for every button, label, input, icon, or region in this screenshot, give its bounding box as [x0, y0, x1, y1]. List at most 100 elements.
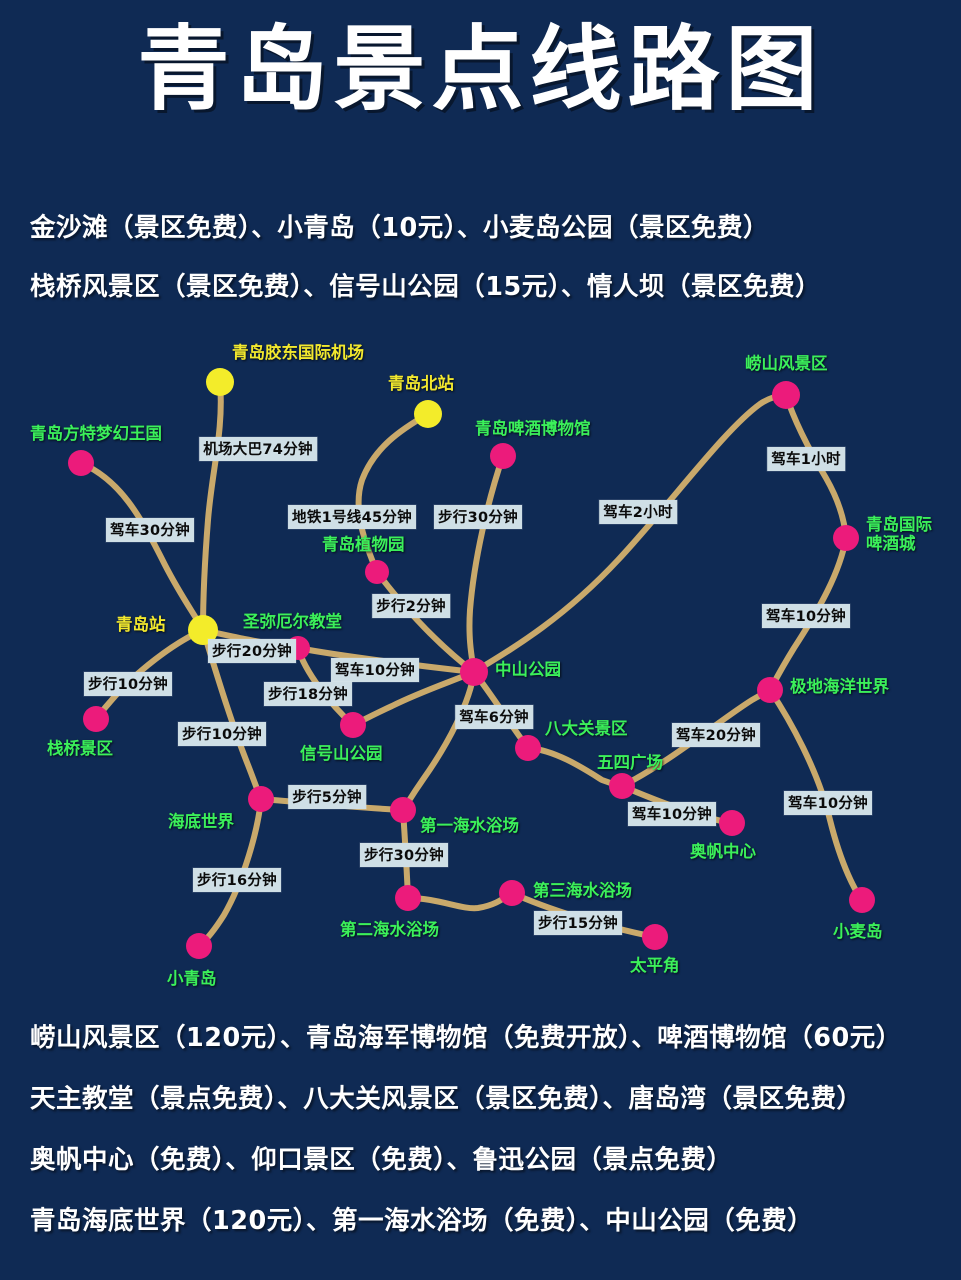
node-label-badaguan: 八大关景区 [545, 719, 628, 738]
node-dot-signalhill[interactable] [340, 712, 366, 738]
map-node-north[interactable] [414, 400, 442, 428]
node-label-signalhill: 信号山公园 [300, 744, 383, 763]
edge-time-badge: 步行10分钟 [84, 672, 172, 696]
top-note-line-1: 金沙滩（景区免费）、小青岛（10元）、小麦岛公园（景区免费） [30, 213, 769, 243]
node-label-laoshan: 崂山风景区 [745, 354, 828, 373]
page-title: 青岛景点线路图 [137, 16, 824, 123]
edge-time-badge: 步行30分钟 [434, 505, 522, 529]
node-dot-fangte[interactable] [68, 450, 94, 476]
node-label-sailing: 奥帆中心 [690, 842, 756, 861]
edge-time-badge: 机场大巴74分钟 [199, 437, 317, 461]
map-node-qdstation[interactable] [188, 615, 218, 645]
node-dot-underwater[interactable] [248, 786, 274, 812]
node-label-beach3: 第三海水浴场 [533, 881, 632, 900]
bottom-note-line-2: 天主教堂（景点免费）、八大关风景区（景区免费）、唐岛湾（景区免费） [30, 1084, 863, 1114]
route-edge [200, 379, 224, 633]
route-edge [78, 460, 206, 633]
edge-time-badge: 驾车10分钟 [628, 802, 716, 826]
node-dot-beach1[interactable] [390, 797, 416, 823]
bottom-note-line-4: 青岛海底世界（120元）、第一海水浴场（免费）、中山公园（免费） [30, 1206, 814, 1236]
map-node-beach1[interactable] [390, 797, 416, 823]
node-dot-taiping[interactable] [642, 924, 668, 950]
edge-time-badge: 步行20分钟 [208, 639, 296, 663]
map-node-signalhill[interactable] [340, 712, 366, 738]
node-label-beach2: 第二海水浴场 [340, 920, 439, 939]
map-node-polar[interactable] [757, 677, 783, 703]
node-dot-beermus[interactable] [490, 443, 516, 469]
node-label-zhanqiao: 栈桥景区 [47, 739, 113, 758]
node-dot-sailing[interactable] [719, 810, 745, 836]
node-dot-polar[interactable] [757, 677, 783, 703]
node-dot-airport[interactable] [206, 368, 234, 396]
map-node-sailing[interactable] [719, 810, 745, 836]
node-label-airport: 青岛胶东国际机场 [232, 343, 364, 362]
edge-time-badge: 驾车20分钟 [672, 723, 760, 747]
map-node-botanical[interactable] [365, 560, 389, 584]
node-dot-zhanqiao[interactable] [83, 706, 109, 732]
edge-time-badge: 地铁1号线45分钟 [288, 505, 416, 529]
route-edge [374, 569, 477, 675]
map-node-zhanqiao[interactable] [83, 706, 109, 732]
node-label-polar: 极地海洋世界 [790, 677, 889, 696]
map-node-zhongshan[interactable] [460, 658, 488, 686]
node-label-qdstation: 青岛站 [116, 615, 166, 634]
node-dot-badaguan[interactable] [515, 735, 541, 761]
edge-time-badge: 驾车6分钟 [455, 705, 533, 729]
top-note-line-2: 栈桥风景区（景区免费）、信号山公园（15元）、情人坝（景区免费） [30, 272, 821, 302]
route-edge [466, 453, 506, 675]
map-node-fangte[interactable] [68, 450, 94, 476]
map-node-beach3[interactable] [499, 880, 525, 906]
node-dot-wusi[interactable] [609, 773, 635, 799]
edge-time-badge: 步行5分钟 [288, 785, 366, 809]
route-map-canvas: 青岛胶东国际机场青岛方特梦幻王国青岛北站青岛啤酒博物馆崂山风景区青岛国际啤酒城青… [0, 320, 961, 1000]
node-dot-beercity[interactable] [833, 525, 859, 551]
node-dot-botanical[interactable] [365, 560, 389, 584]
node-label-beach1: 第一海水浴场 [420, 816, 519, 835]
node-label-zhongshan: 中山公园 [495, 660, 561, 679]
bottom-note-line-3: 奥帆中心（免费）、仰口景区（免费）、鲁迅公园（景点免费） [30, 1145, 733, 1175]
node-label-xiaoqing: 小青岛 [167, 969, 217, 988]
map-node-wusi[interactable] [609, 773, 635, 799]
edge-time-badge: 步行30分钟 [360, 843, 448, 867]
edge-time-badge: 驾车2小时 [599, 500, 677, 524]
map-node-badaguan[interactable] [515, 735, 541, 761]
map-node-beach2[interactable] [395, 885, 421, 911]
node-dot-beach2[interactable] [395, 885, 421, 911]
node-label-underwater: 海底世界 [168, 812, 234, 831]
map-node-taiping[interactable] [642, 924, 668, 950]
map-node-beermus[interactable] [490, 443, 516, 469]
edge-time-badge: 驾车1小时 [767, 447, 845, 471]
map-node-laoshan[interactable] [772, 381, 800, 409]
edge-time-badge: 驾车10分钟 [331, 658, 419, 682]
bottom-note-line-1: 崂山风景区（120元）、青岛海军博物馆（免费开放）、啤酒博物馆（60元） [30, 1023, 902, 1053]
node-dot-qdstation[interactable] [188, 615, 218, 645]
map-node-underwater[interactable] [248, 786, 274, 812]
edge-time-badge: 驾车10分钟 [784, 791, 872, 815]
route-edge [355, 411, 431, 575]
node-label-church: 圣弥厄尔教堂 [243, 612, 342, 631]
node-label-beermus: 青岛啤酒博物馆 [475, 419, 591, 438]
node-dot-laoshan[interactable] [772, 381, 800, 409]
node-dot-xiaoqing[interactable] [186, 933, 212, 959]
node-dot-beach3[interactable] [499, 880, 525, 906]
map-node-airport[interactable] [206, 368, 234, 396]
map-node-beercity[interactable] [833, 525, 859, 551]
node-label-fangte: 青岛方特梦幻王国 [30, 424, 162, 443]
node-dot-zhongshan[interactable] [460, 658, 488, 686]
edge-time-badge: 步行2分钟 [372, 594, 450, 618]
route-edge [400, 669, 477, 813]
edge-time-badge: 步行10分钟 [178, 722, 266, 746]
map-node-xiaomai[interactable] [849, 887, 875, 913]
node-label-beercity: 青岛国际啤酒城 [866, 515, 932, 553]
edge-time-badge: 步行15分钟 [534, 911, 622, 935]
node-dot-xiaomai[interactable] [849, 887, 875, 913]
node-label-wusi: 五四广场 [597, 753, 663, 772]
edge-time-badge: 驾车30分钟 [106, 518, 194, 542]
edge-time-badge: 步行18分钟 [264, 682, 352, 706]
node-dot-north[interactable] [414, 400, 442, 428]
node-label-taiping: 太平角 [630, 956, 680, 975]
node-label-botanical: 青岛植物园 [322, 535, 405, 554]
route-edge [405, 890, 515, 912]
map-node-xiaoqing[interactable] [186, 933, 212, 959]
